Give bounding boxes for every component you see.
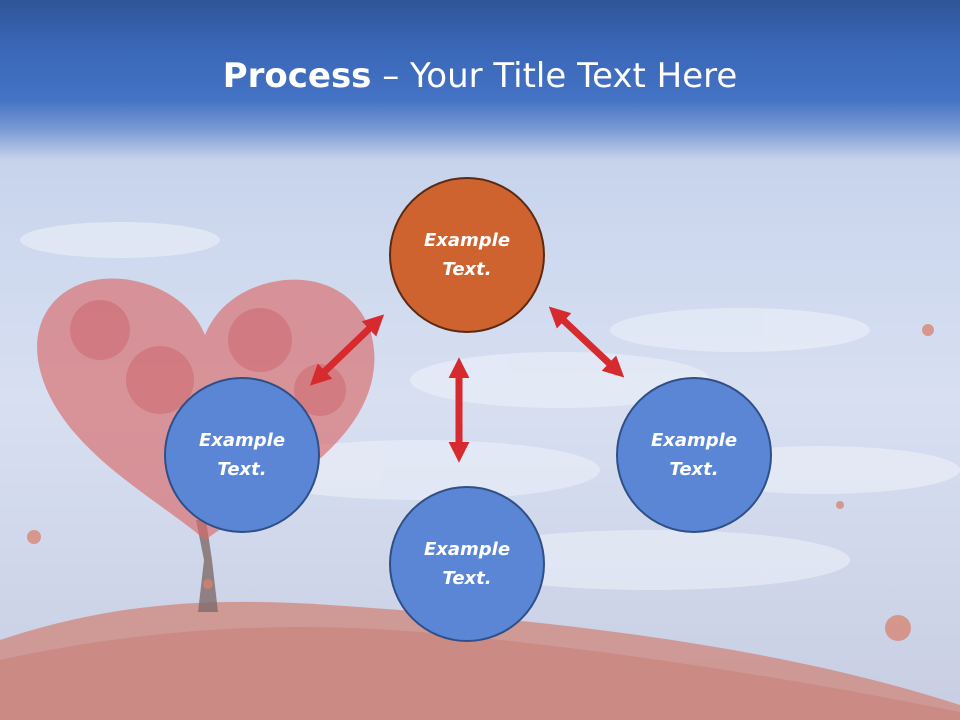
process-node-bottom[interactable]: Example Text. — [389, 486, 545, 642]
process-node-top[interactable]: Example Text. — [389, 177, 545, 333]
node-right-label: Example Text. — [650, 430, 738, 480]
title-bold-part: Process — [222, 56, 372, 96]
process-node-right[interactable]: Example Text. — [616, 377, 772, 533]
node-left-label: Example Text. — [198, 430, 286, 480]
title-regular-part: – Your Title Text Here — [371, 56, 738, 96]
node-top-label: Example Text. — [423, 230, 511, 280]
slide-title[interactable]: Process – Your Title Text Here — [0, 54, 960, 98]
title-bar — [0, 0, 960, 160]
node-bottom-label: Example Text. — [423, 539, 511, 589]
process-node-left[interactable]: Example Text. — [164, 377, 320, 533]
